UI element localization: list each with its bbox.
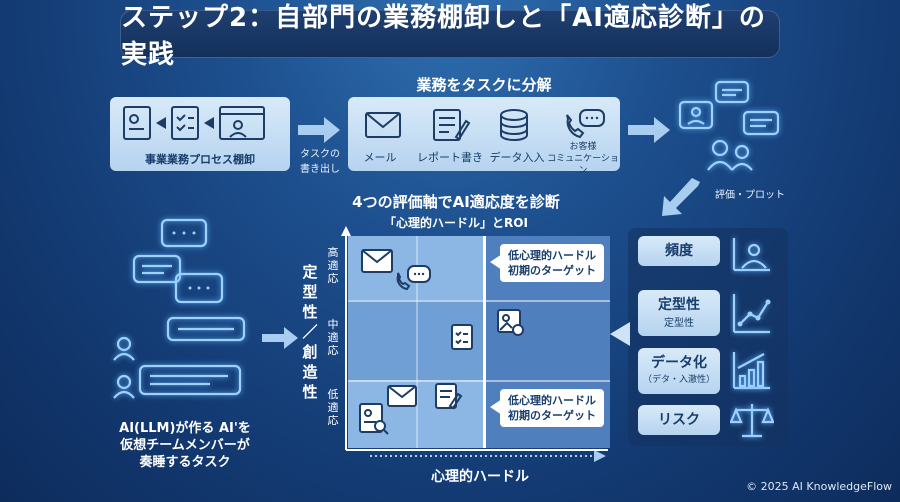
- criterion-risk: リスク: [638, 405, 720, 435]
- scatter-icon: [732, 294, 771, 334]
- decompose-heading: 業務をタスクに分解: [416, 76, 552, 94]
- ai-chat-cluster-icon: [113, 218, 246, 399]
- arrow-right-icon: [628, 117, 670, 143]
- criterion-frequency: 頻度: [638, 236, 720, 266]
- callout-pointer-icon: [490, 254, 502, 270]
- callout-bottom: 低心理的ハードル初期のターゲット: [500, 389, 604, 427]
- process-inventory-box: 事業業務プロセス棚卸: [110, 97, 290, 171]
- checklist-icon: [451, 324, 473, 350]
- criteria-icons: [730, 238, 774, 438]
- phone-chat-icon: [396, 265, 431, 291]
- arrow1-label: タスクの書き出し: [300, 149, 340, 175]
- x-axis-label: 心理的ハードル: [431, 469, 529, 485]
- user-photo-icon: [497, 309, 524, 336]
- task-icons: [365, 109, 605, 142]
- y-mid-label: 中適応: [327, 318, 339, 357]
- y-low-label: 低適応: [327, 388, 339, 427]
- callout-pointer-icon: [490, 399, 502, 415]
- mail-icon: [365, 112, 401, 138]
- task-mail-label: メール: [363, 151, 397, 164]
- bar-growth-icon: [732, 352, 770, 390]
- user-chart-icon: [732, 238, 770, 272]
- arrow-down-left-icon: [662, 178, 700, 216]
- arrow-right-icon: [262, 327, 298, 349]
- diagnosis-subheading: 「心理的ハードル」とROI: [384, 216, 528, 230]
- y-axis-label: 定型性 ／創造性: [302, 263, 318, 401]
- task-data-label: データ入入: [489, 151, 545, 164]
- matrix-axes: [341, 226, 608, 451]
- left-caption: AI(LLM)が作る AI'を仮想チームメンバーが奏睡するタスク: [119, 421, 251, 470]
- page-title: ステップ2：自部門の業務棚卸しと「AI適応診断」の実践: [120, 3, 780, 70]
- scale-icon: [730, 404, 774, 438]
- mail-icon: [361, 249, 431, 291]
- task-decompose-box: メール レポート書き データ入入 お客様コミュニケーション: [348, 97, 620, 176]
- diagnosis-heading: 4つの評価軸でAI適応度を診断: [352, 193, 560, 211]
- database-icon: [500, 109, 528, 142]
- callout-top: 低心理的ハードル初期のターゲット: [500, 244, 604, 282]
- panel-pointer-icon: [610, 322, 630, 346]
- process-box-label: 事業業務プロセス棚卸: [145, 153, 255, 166]
- process-flow-icon: [123, 106, 265, 140]
- report-icon: [435, 383, 463, 410]
- x-axis-arrow-icon: [370, 450, 606, 462]
- search-profile-icon: [359, 403, 389, 435]
- criterion-datafication: データ化（デタ・入澈性）: [638, 348, 720, 394]
- mail-icon: [387, 385, 417, 407]
- team-chat-icon: [678, 80, 780, 171]
- arrow-right-icon: [298, 117, 340, 143]
- footer-copyright: © 2025 AI KnowledgeFlow: [746, 480, 892, 493]
- plot-label: 評価・プロット: [715, 190, 785, 201]
- criterion-routineness: 定型性定型性: [638, 290, 720, 336]
- report-icon: [433, 109, 471, 141]
- phone-chat-icon: [566, 109, 605, 139]
- task-customer-label: お客様コミュニケーション: [547, 142, 619, 176]
- doc-icons: [359, 383, 463, 435]
- y-high-label: 高適応: [327, 246, 339, 285]
- task-report-label: レポート書き: [417, 151, 483, 164]
